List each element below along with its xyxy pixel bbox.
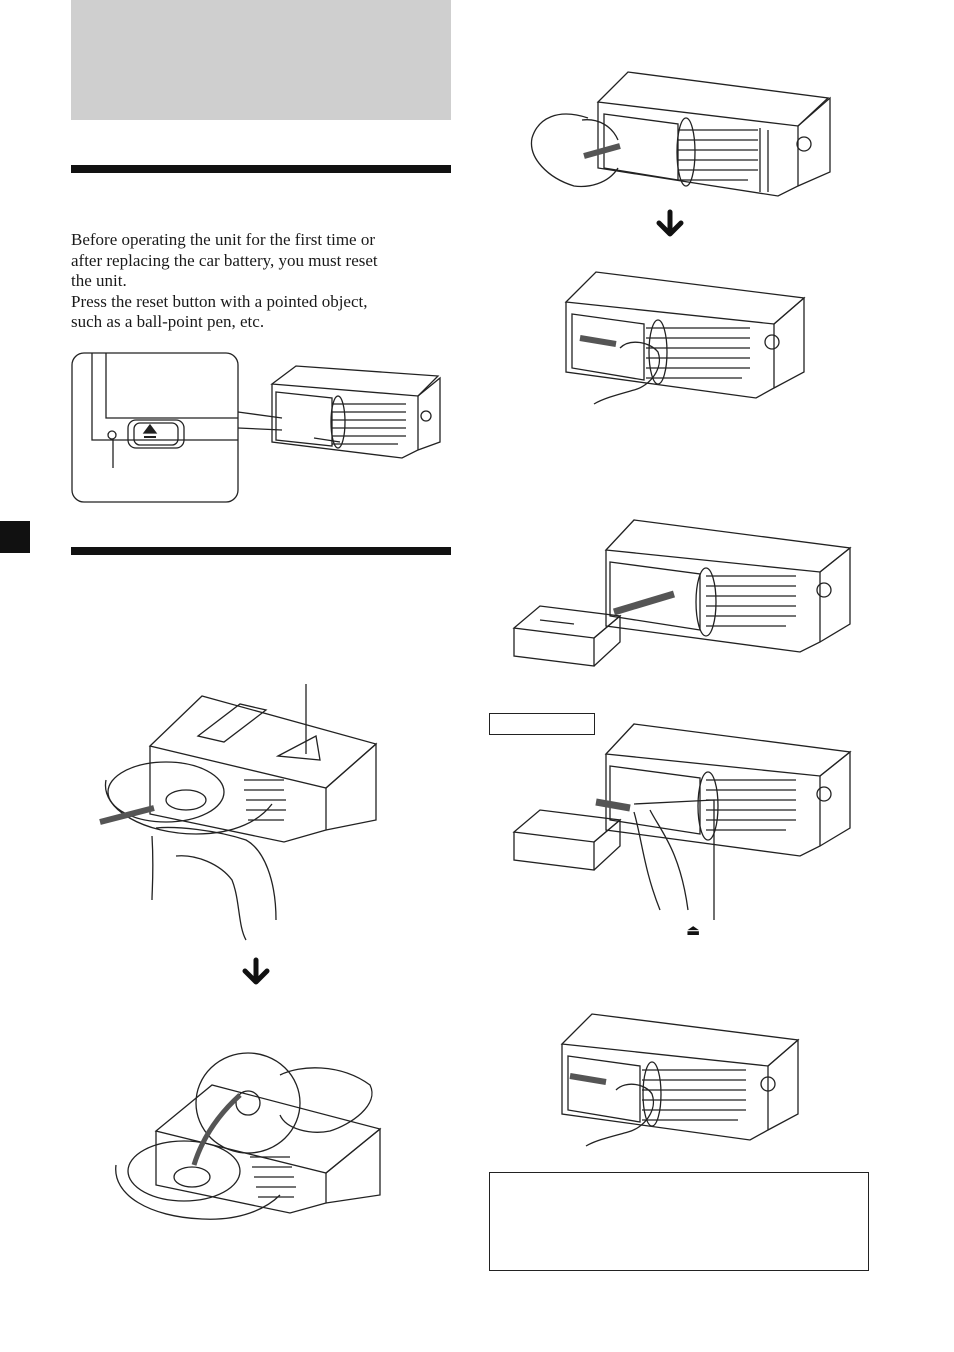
section-rule-discs (71, 547, 451, 555)
instruction-line: such as a ball-point pen, etc. (71, 312, 265, 331)
section-header-block (71, 0, 451, 120)
arrow-down-icon (240, 958, 272, 986)
instruction-line: Before operating the unit for the first … (71, 230, 376, 249)
place-disc-illustration (110, 1045, 390, 1230)
eject-icon: ⏏ (686, 921, 701, 939)
remove-tray-illustration (96, 680, 386, 945)
insert-magazine-illustration (510, 516, 855, 681)
instruction-line: after replacing the car battery, you mus… (71, 250, 378, 270)
instruction-line: the unit. (71, 271, 127, 290)
note-box (489, 1172, 869, 1271)
slide-cover-illustration (560, 268, 810, 408)
instruction-line: Press the reset button with a pointed ob… (71, 291, 368, 311)
side-tab-marker (0, 521, 30, 553)
arrow-down-icon (654, 210, 686, 238)
reset-instructions: Before operating the unit for the first … (71, 230, 456, 333)
open-cover-illustration (528, 68, 838, 198)
figure-label-box (489, 713, 595, 735)
reset-button-illustration (70, 350, 455, 505)
close-cover-illustration (556, 1010, 806, 1150)
section-rule-reset (71, 165, 451, 173)
eject-magazine-illustration (510, 720, 855, 915)
